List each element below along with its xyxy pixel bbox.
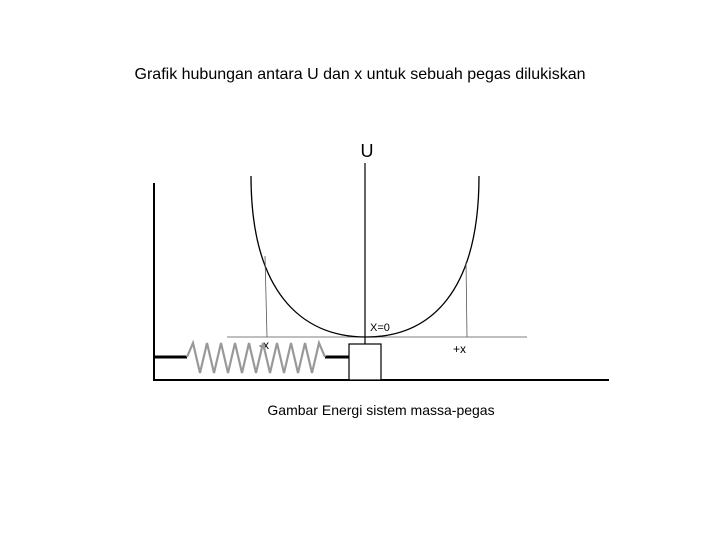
pos-x-guide — [465, 261, 468, 338]
equilibrium-label: X=0 — [370, 322, 390, 334]
pos-x-label: +x — [453, 342, 466, 356]
u-axis-label: U — [361, 141, 374, 161]
slide-title: Grafik hubungan antara U dan x untuk seb… — [134, 66, 586, 83]
neg-x-guide — [264, 255, 268, 338]
figure-caption: Gambar Energi sistem massa-pegas — [267, 402, 495, 418]
mass-block — [348, 343, 382, 381]
spring-coil — [185, 339, 327, 374]
